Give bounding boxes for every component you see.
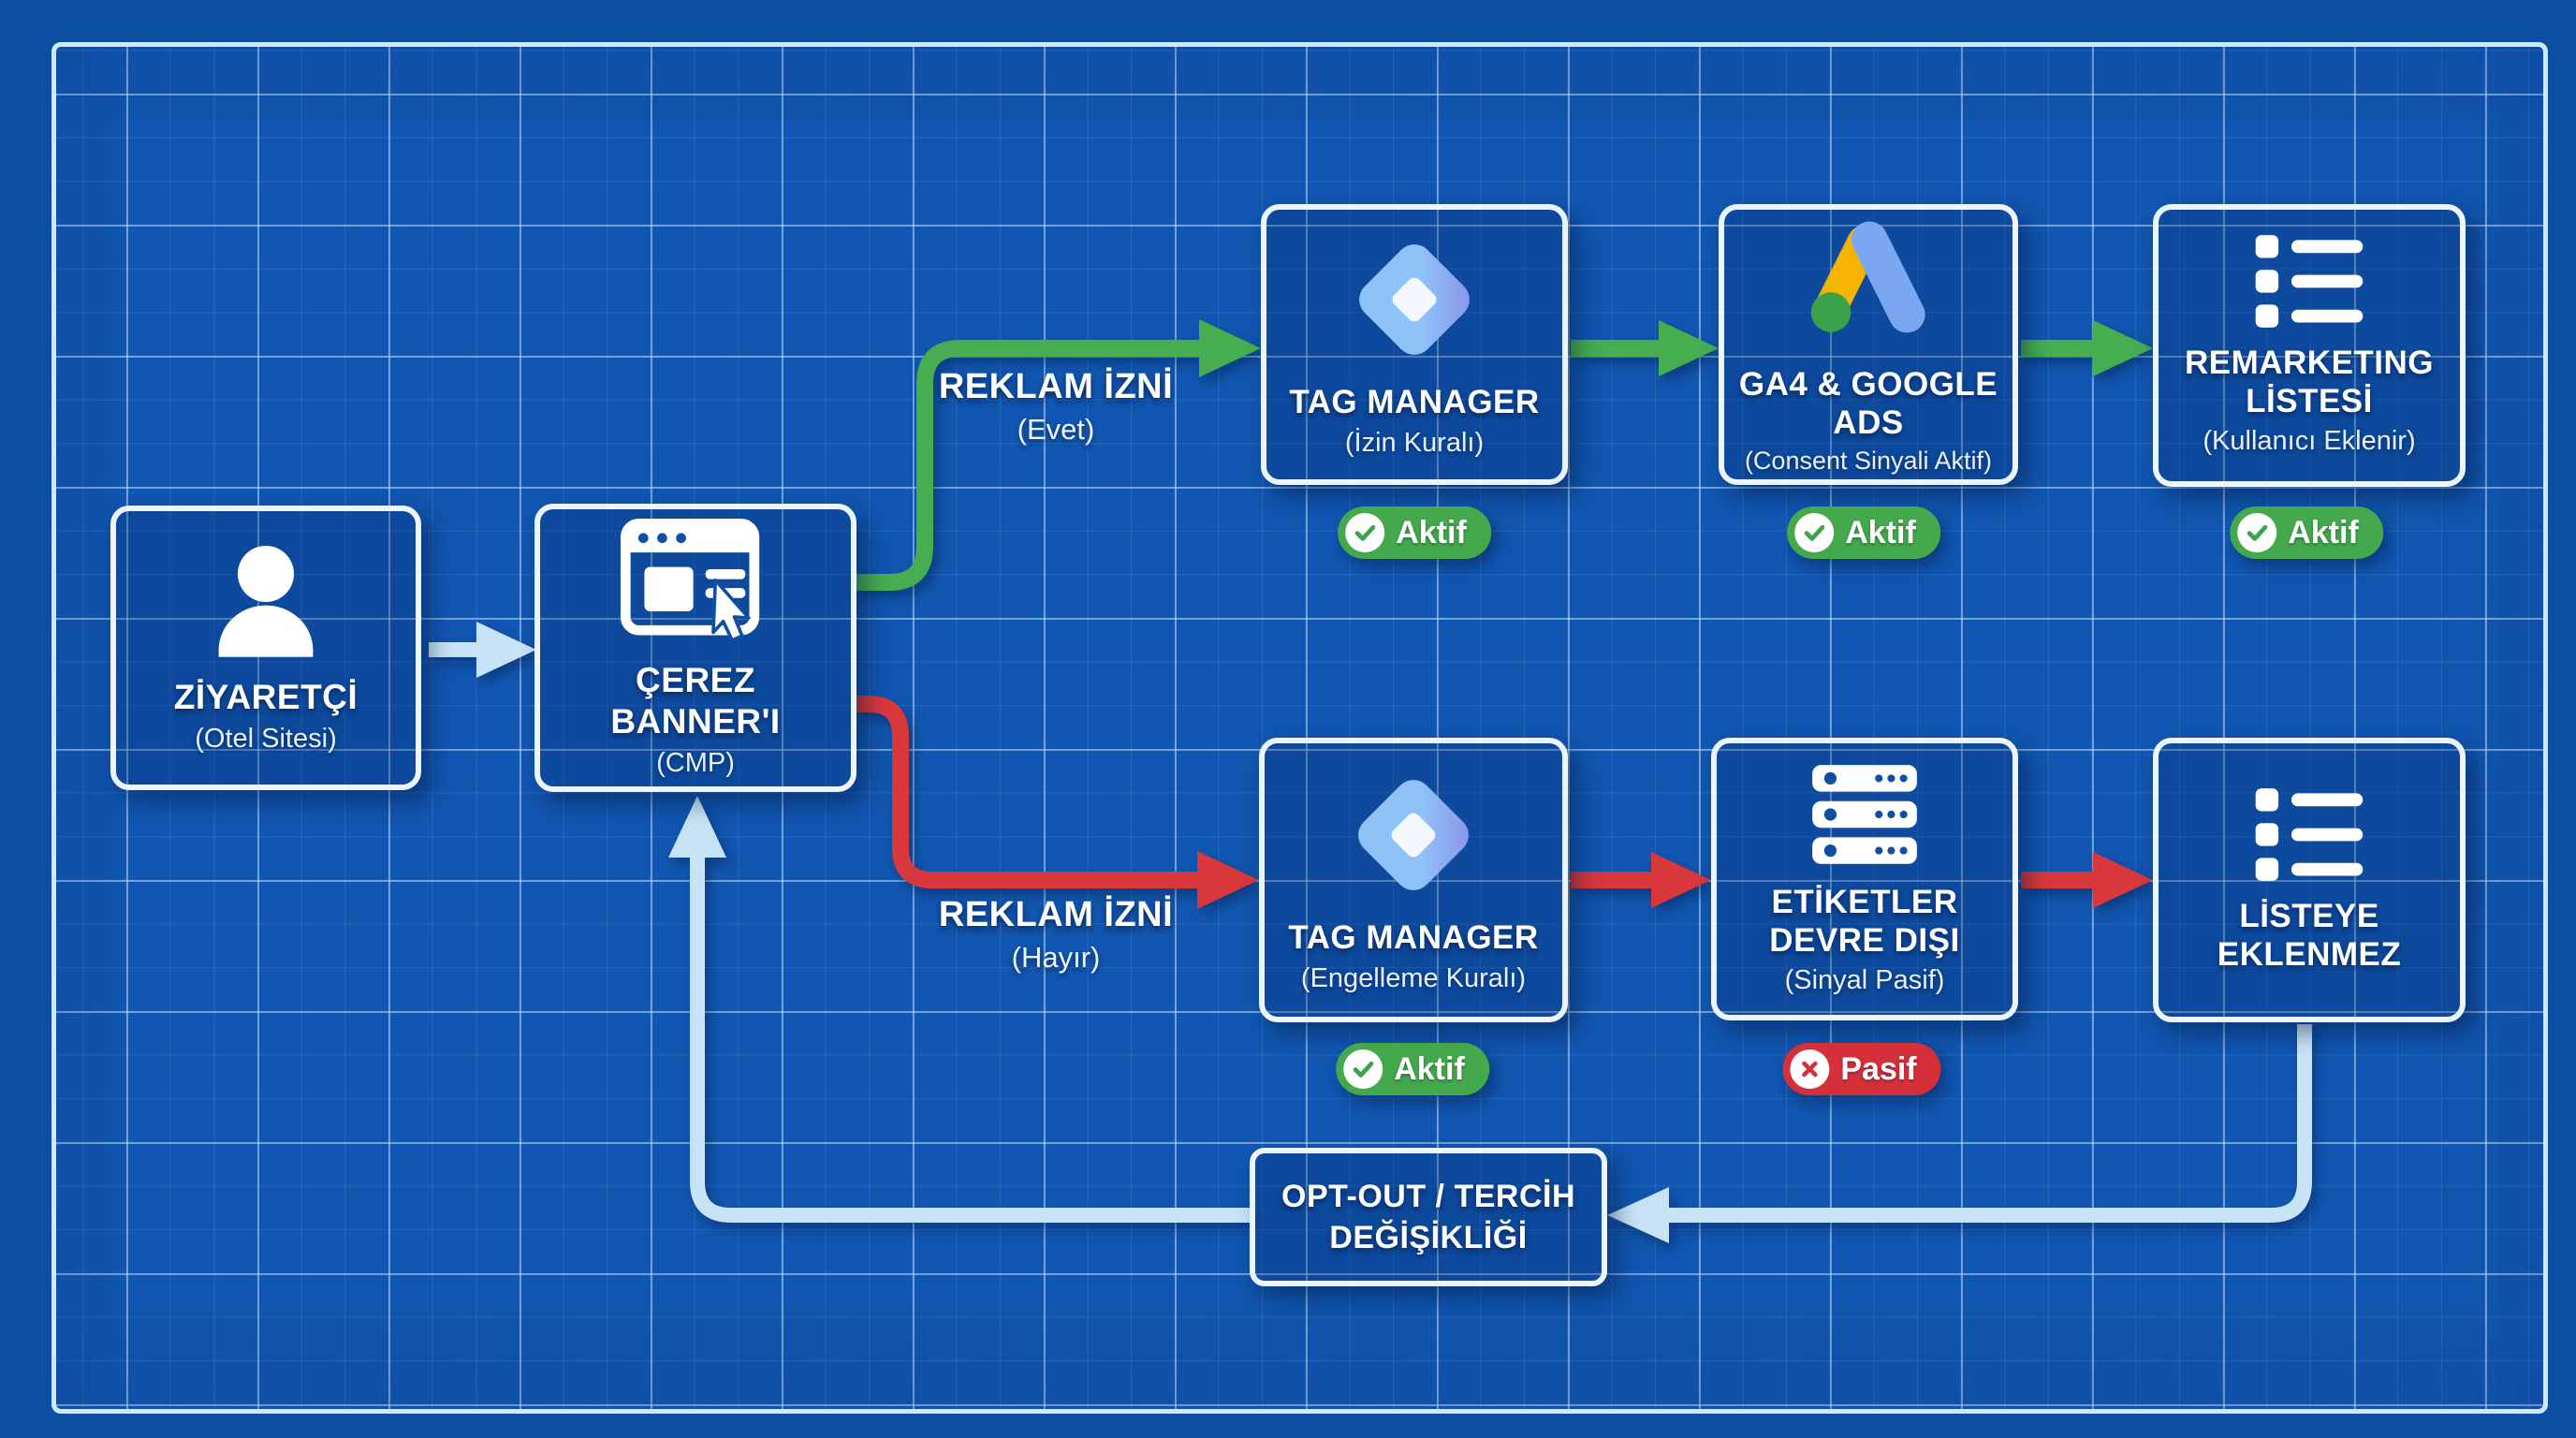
status-badge-label: Pasif <box>1840 1050 1917 1087</box>
status-badge-label: Aktif <box>2288 514 2359 550</box>
node-title: OPT-OUT / TERCİH DEĞİŞİKLİĞİ <box>1281 1178 1575 1255</box>
browser-click-icon <box>618 516 773 647</box>
check-icon <box>1343 1049 1383 1089</box>
status-badge-active: Aktif <box>1336 1043 1489 1095</box>
node-title: ÇEREZ BANNER'I <box>610 661 781 741</box>
node-title: TAG MANAGER <box>1289 384 1540 421</box>
node-subtitle: (Kullanıcı Eklenir) <box>2203 426 2416 457</box>
node-subtitle: (CMP) <box>656 747 735 778</box>
tag-manager-icon <box>1343 765 1484 905</box>
check-icon <box>1345 513 1385 552</box>
node-visitor: ZİYARETÇİ (Otel Sitesi) <box>110 506 421 790</box>
node-subtitle: (Sinyal Pasif) <box>1784 965 1945 996</box>
edge-label-subtitle: (Hayır) <box>1011 941 1101 974</box>
node-title: ZİYARETÇİ <box>173 678 359 717</box>
node-tag-manager-block: TAG MANAGER (Engelleme Kuralı) <box>1259 738 1568 1022</box>
node-cookie-banner-cmp: ÇEREZ BANNER'I (CMP) <box>534 504 856 792</box>
status-badge-label: Aktif <box>1396 514 1467 550</box>
edge-label-title: REKLAM İZNİ <box>938 367 1174 406</box>
edge-label-title: REKLAM İZNİ <box>938 895 1174 934</box>
node-subtitle: (Consent Sinyali Aktif) <box>1744 447 1993 476</box>
node-tags-disabled: ETİKETLER DEVRE DIŞI (Sinyal Pasif) <box>1711 738 2018 1020</box>
node-remarketing-list: REMARKETING LİSTESİ (Kullanıcı Eklenir) <box>2153 204 2466 487</box>
node-title: REMARKETING LİSTESİ <box>2184 344 2435 419</box>
list-icon <box>2249 786 2369 884</box>
node-tag-manager-allow: TAG MANAGER (İzin Kuralı) <box>1261 204 1568 485</box>
status-badge-passive: Pasif <box>1782 1043 1941 1095</box>
node-subtitle: (Engelleme Kuralı) <box>1300 962 1527 993</box>
node-title: TAG MANAGER <box>1288 919 1539 957</box>
grid-panel <box>51 42 2548 1414</box>
tag-manager-icon <box>1344 229 1485 370</box>
server-stack-icon <box>1803 761 1926 870</box>
node-not-added-to-list: LİSTEYE EKLENMEZ <box>2153 738 2466 1022</box>
node-subtitle: (Otel Sitesi) <box>195 723 337 754</box>
node-ga4-google-ads: GA4 & GOOGLE ADS (Consent Sinyali Aktif) <box>1719 204 2018 485</box>
check-icon <box>2237 513 2277 552</box>
google-ads-icon <box>1798 212 1939 352</box>
status-badge-active: Aktif <box>1787 506 1940 559</box>
status-badge-label: Aktif <box>1845 514 1916 550</box>
check-icon <box>1794 513 1835 552</box>
list-icon <box>2249 233 2369 330</box>
edge-label-subtitle: (Evet) <box>1017 413 1095 446</box>
node-title: LİSTEYE EKLENMEZ <box>2217 897 2402 973</box>
node-subtitle: (İzin Kuralı) <box>1344 427 1485 458</box>
x-icon <box>1790 1049 1830 1089</box>
status-badge-active: Aktif <box>2230 506 2383 559</box>
edge-label-consent-no: REKLAM İZNİ (Hayır) <box>911 895 1201 975</box>
node-title: ETİKETLER DEVRE DIŞI <box>1769 883 1960 959</box>
status-badge-active: Aktif <box>1338 506 1491 559</box>
status-badge-label: Aktif <box>1394 1050 1465 1087</box>
person-icon <box>198 540 334 664</box>
node-title: GA4 & GOOGLE ADS <box>1738 365 1998 442</box>
edge-label-consent-yes: REKLAM İZNİ (Evet) <box>911 367 1201 447</box>
node-opt-out: OPT-OUT / TERCİH DEĞİŞİKLİĞİ <box>1250 1148 1607 1286</box>
